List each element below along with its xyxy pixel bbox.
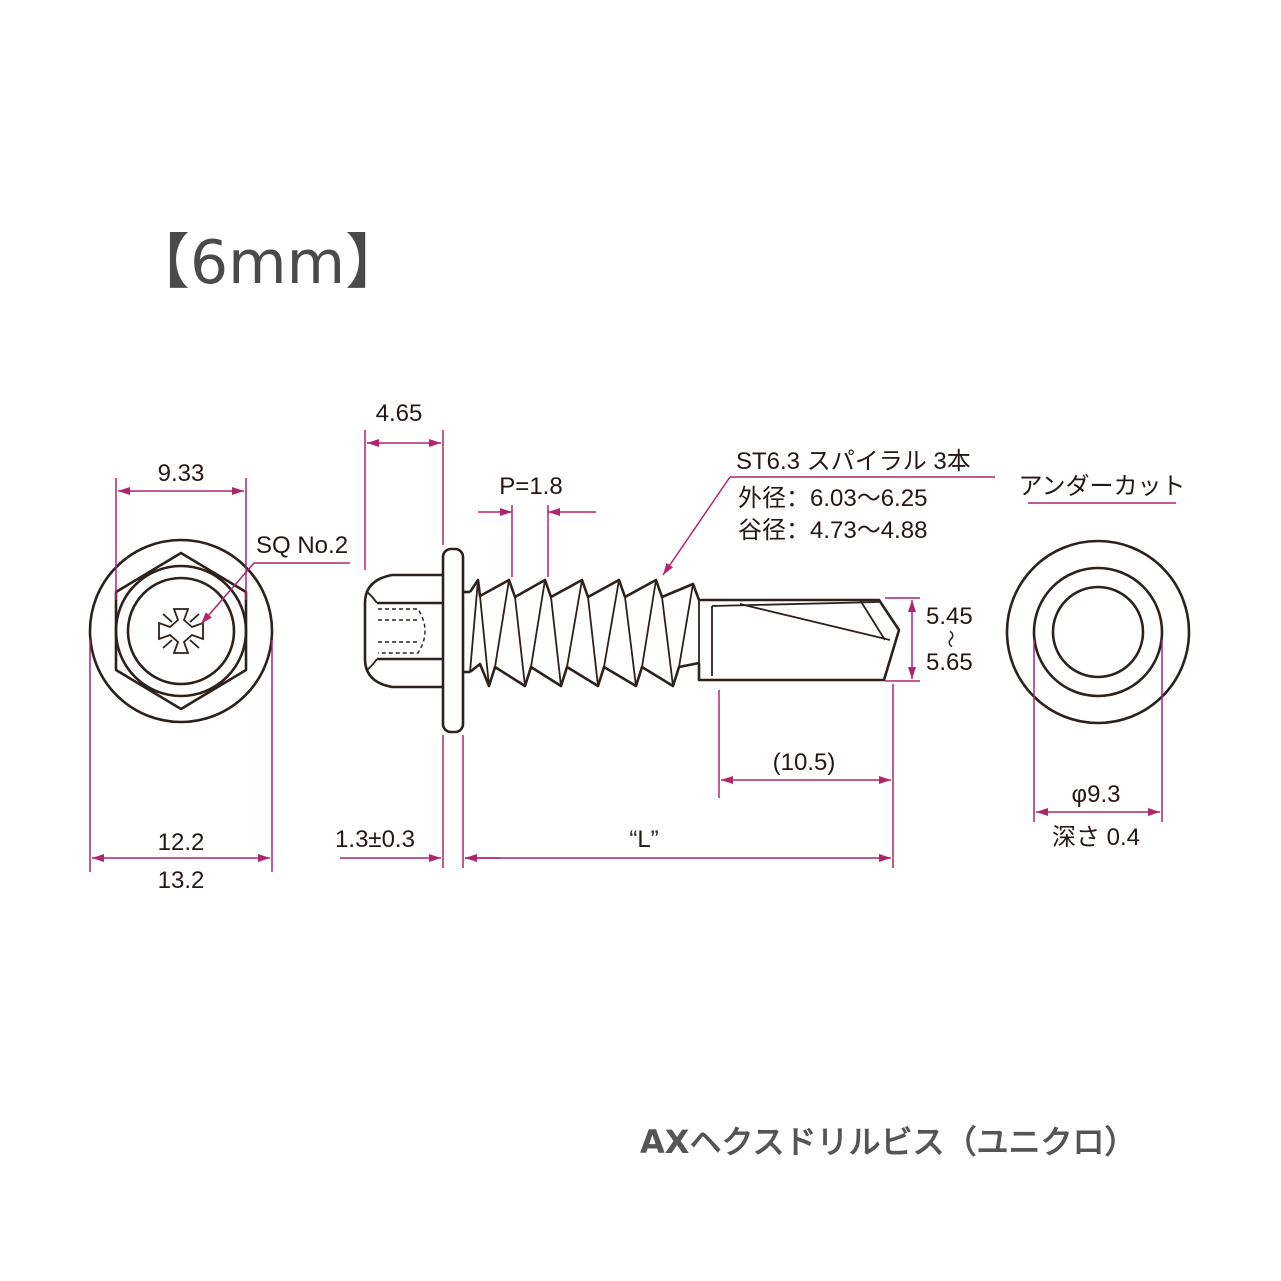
dim-length: “L” [629, 826, 658, 853]
dim-undercut-depth: 深さ 0.4 [1052, 824, 1140, 851]
recess-hidden [378, 608, 426, 654]
washer-back-outline [1005, 539, 1191, 725]
drill-point [697, 598, 901, 682]
dim-washer-diameter: 13.2 [158, 867, 205, 894]
dim-undercut-diameter: φ9.3 [1072, 781, 1121, 808]
hex-chamfer-circle [114, 564, 248, 698]
dim-hex-across-corners: 12.2 [158, 829, 205, 856]
label-undercut: アンダーカット [1018, 473, 1185, 500]
thread-top [468, 578, 701, 601]
front-view [88, 538, 274, 724]
dim-washer-width: 4.65 [376, 400, 423, 427]
label-thread-spec: ST6.3 スパイラル 3本 [736, 448, 971, 475]
dim-drill-dia-min: 5.45 [926, 603, 973, 630]
label-root-diameter: 谷径：4.73～4.88 [738, 517, 927, 544]
back-view [1005, 539, 1191, 725]
recess-circle [126, 576, 236, 686]
washer [441, 547, 465, 734]
undercut-circle [1032, 566, 1164, 698]
dim-drill-dia-max: 5.65 [926, 649, 973, 676]
dim-hex-across-flats: 9.33 [158, 460, 205, 487]
front-dimensions: 9.33 12.2 13.2 SQ No.2 [89, 460, 350, 894]
thread-bottom [469, 661, 700, 688]
label-outer-diameter: 外径：6.03～6.25 [738, 485, 927, 512]
dim-drill-length: (10.5) [773, 749, 836, 776]
hex-outline [114, 551, 248, 711]
product-caption: AXヘクスドリルビス（ユニクロ） [640, 1123, 1136, 1161]
washer-outline [88, 538, 274, 724]
dim-washer-thickness: 1.3±0.3 [335, 826, 415, 853]
side-dimensions: 4.65 P=1.8 ST6.3 スパイラル 3本 外径：6.03～6.25 谷… [335, 400, 995, 868]
page-title: 【6mm】 [130, 228, 405, 298]
dim-pitch: P=1.8 [499, 473, 562, 500]
label-drive: SQ No.2 [256, 532, 348, 559]
cross-recess-icon [158, 608, 204, 654]
shank-circle [1051, 585, 1145, 679]
dim-drill-dia-tilde: ～ [940, 630, 960, 648]
side-view [363, 547, 901, 734]
back-dimensions: アンダーカット φ9.3 深さ 0.4 [1018, 473, 1185, 851]
hex-head [363, 573, 443, 689]
